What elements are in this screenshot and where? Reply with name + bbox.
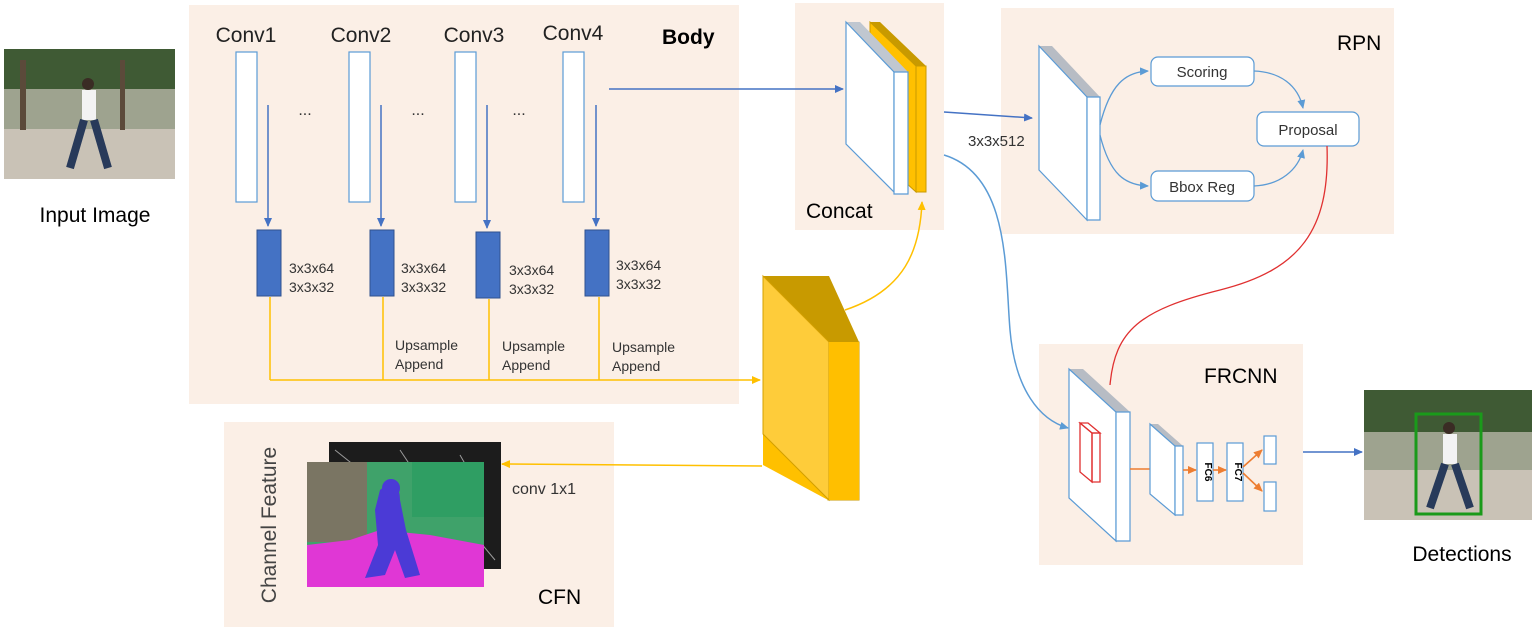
branch-label-a: 3x3x64 [616, 257, 661, 273]
detection-box [1414, 412, 1483, 516]
branch-label-a: 3x3x64 [509, 262, 554, 278]
conv-group-4: Conv4 3x3x64 3x3x32 [543, 22, 661, 297]
upsample-label: Upsample [502, 338, 565, 354]
branch-block [584, 229, 610, 297]
conv-block [235, 51, 258, 203]
body-title: Body [662, 26, 715, 49]
scoring-node: Scoring [1150, 56, 1255, 87]
cfn-title: CFN [538, 586, 581, 609]
conv-block [562, 51, 585, 203]
concat-block [845, 20, 927, 195]
reg-output [1263, 481, 1277, 512]
conv-block [348, 51, 371, 203]
fc7-box [1226, 442, 1244, 502]
conv-group-3: Conv3 3x3x64 3x3x32 [444, 24, 554, 299]
branch-label-a: 3x3x64 [289, 260, 334, 276]
concat-title: Concat [806, 200, 873, 223]
conv-block [454, 51, 477, 203]
fc7-label: FC7 [1232, 463, 1243, 482]
fc6-label: FC6 [1202, 463, 1213, 482]
conv-group-1: Conv1 3x3x64 3x3x32 [216, 24, 334, 297]
cfn-side-label: Channel Feature [258, 447, 281, 603]
conv-label: Conv1 [216, 24, 277, 47]
branch-block [369, 229, 395, 297]
proposal-node: Proposal [1256, 111, 1360, 147]
block-to-concat-arrow [844, 201, 926, 311]
append-label: Append [395, 356, 443, 372]
ellipsis: ... [298, 102, 311, 119]
append-label: Append [502, 357, 550, 373]
branch-label-b: 3x3x32 [509, 281, 554, 297]
append-connectors [269, 297, 761, 384]
detections-image [1364, 390, 1532, 520]
conv-label: Conv4 [543, 22, 604, 45]
rpn-to-bbox [1099, 134, 1149, 190]
bbox-reg-node: Bbox Reg [1150, 170, 1255, 202]
cfn-conv-label: conv 1x1 [512, 481, 576, 498]
rpn-feature-block [1038, 44, 1101, 222]
branch-label-b: 3x3x32 [616, 276, 661, 292]
bbox-reg-label: Bbox Reg [1169, 179, 1235, 196]
input-image [4, 49, 175, 179]
rpn-title: RPN [1337, 32, 1381, 55]
concat-to-rpn-arrow [943, 111, 1033, 122]
roi-pool-block [1149, 422, 1184, 517]
branch-block [475, 231, 501, 299]
ellipsis: ... [411, 102, 424, 119]
block-to-cfn-arrow [501, 460, 763, 469]
concat-to-frcnn-arrow [943, 154, 1069, 430]
fc7-to-cls [1242, 449, 1263, 468]
branch-label-b: 3x3x32 [401, 279, 446, 295]
bbox-to-proposal [1253, 149, 1305, 187]
channel-feature-maps [307, 442, 501, 587]
proposal-to-frcnn [1109, 145, 1328, 386]
branch-label-b: 3x3x32 [289, 279, 334, 295]
detections-label: Detections [1412, 543, 1511, 566]
branch-block [256, 229, 282, 297]
proposal-label: Proposal [1278, 122, 1337, 139]
frcnn-title: FRCNN [1204, 365, 1278, 388]
fused-feature-block [762, 274, 860, 502]
ellipsis: ... [512, 102, 525, 119]
conv-label: Conv2 [331, 24, 392, 47]
concat-dims: 3x3x512 [968, 133, 1025, 150]
conv-group-2: Conv2 3x3x64 3x3x32 [331, 24, 446, 297]
rpn-to-scoring [1099, 67, 1149, 126]
fc6-box [1196, 442, 1214, 502]
frcnn-feature-block [1068, 367, 1131, 543]
branch-label-a: 3x3x64 [401, 260, 446, 276]
conv-label: Conv3 [444, 24, 505, 47]
input-image-label: Input Image [40, 204, 151, 227]
upsample-label: Upsample [395, 337, 458, 353]
scoring-to-proposal [1253, 70, 1306, 109]
scoring-label: Scoring [1177, 64, 1228, 81]
upsample-label: Upsample [612, 339, 675, 355]
append-label: Append [612, 358, 660, 374]
cls-output [1263, 435, 1277, 465]
fc7-to-reg [1242, 472, 1263, 492]
